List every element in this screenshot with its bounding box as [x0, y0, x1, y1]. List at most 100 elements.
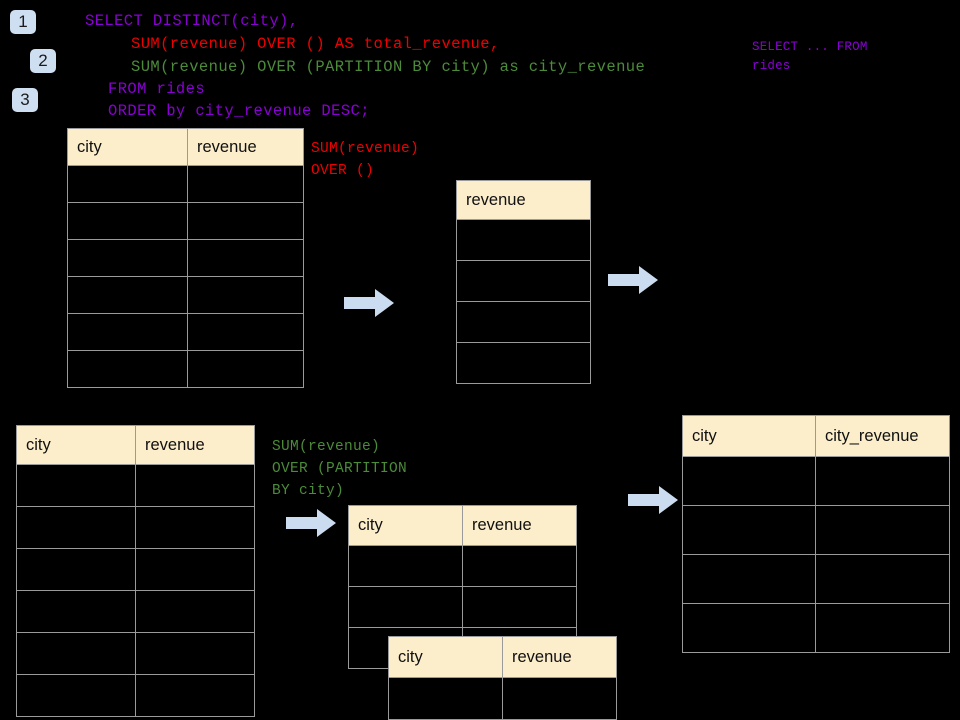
table-row: [67, 239, 304, 277]
table-cell-city_revenue: [815, 603, 950, 653]
table-cell-revenue: [456, 260, 591, 302]
table-row: [348, 545, 577, 587]
sql-line-3: SUM(revenue) OVER (PARTITION BY city) as…: [131, 58, 646, 76]
table-header-row: revenue: [456, 180, 591, 220]
table-cell-city_revenue: [815, 554, 950, 604]
column-header-city: city: [682, 415, 816, 457]
table-cell-revenue: [187, 313, 304, 351]
table-row: [456, 260, 591, 302]
sql-line-1: SELECT DISTINCT(city),: [85, 12, 299, 30]
sql-line-4: FROM rides: [108, 80, 206, 98]
ann-city-revenue: SUM(revenue) OVER (PARTITION BY city): [272, 439, 408, 499]
table-cell-city: [682, 456, 816, 506]
table-row: [16, 548, 255, 591]
table-row: [67, 165, 304, 203]
table-cell-revenue: [462, 545, 577, 587]
table-cell-revenue: [456, 301, 591, 343]
table-cell-city: [682, 603, 816, 653]
table-cell-city: [16, 506, 136, 549]
table-row: [16, 506, 255, 549]
table-row: [682, 505, 950, 555]
table-row: [16, 632, 255, 675]
column-header-revenue: revenue: [187, 128, 304, 166]
flow-arrow-right-icon: [628, 486, 678, 514]
column-header-revenue: revenue: [456, 180, 591, 220]
table-cell-city: [67, 202, 188, 240]
table-cell-revenue: [135, 464, 255, 507]
table-row: [67, 276, 304, 314]
table-cell-revenue: [456, 342, 591, 384]
table-row: [456, 301, 591, 343]
table-cell-city: [16, 674, 136, 717]
table-cell-city: [67, 350, 188, 388]
table-cell-revenue: [135, 674, 255, 717]
table-row: [67, 350, 304, 388]
table-cell-city: [348, 586, 463, 628]
table-cell-city: [682, 554, 816, 604]
sql-line-2: SUM(revenue) OVER () AS total_revenue,: [131, 35, 500, 53]
table-row: [456, 219, 591, 261]
column-header-revenue: revenue: [502, 636, 617, 678]
table-cell-city: [67, 313, 188, 351]
sql-line-5: ORDER by city_revenue DESC;: [108, 102, 370, 120]
table-cell-revenue: [502, 677, 617, 720]
table-row: [16, 464, 255, 507]
table-cell-city: [67, 276, 188, 314]
step-badge-3: 3: [12, 88, 38, 112]
column-header-city: city: [67, 128, 188, 166]
table-cell-revenue: [187, 350, 304, 388]
column-header-city_revenue: city_revenue: [815, 415, 950, 457]
column-header-city: city: [388, 636, 503, 678]
table-cell-revenue: [135, 548, 255, 591]
table-cell-city: [348, 545, 463, 587]
flow-arrow-right-icon: [286, 509, 336, 537]
table-row: [682, 603, 950, 653]
table-row: [682, 554, 950, 604]
ann-total-revenue: SUM(revenue) OVER (): [311, 141, 420, 179]
table-row: [16, 590, 255, 633]
table-cell-revenue: [187, 276, 304, 314]
table-cell-city: [16, 548, 136, 591]
table-row: [682, 456, 950, 506]
table-cell-revenue: [462, 586, 577, 628]
table-row: [388, 677, 617, 720]
table-row: [348, 586, 577, 628]
table-cell-city: [67, 239, 188, 277]
table-row: [16, 674, 255, 717]
table-cell-city: [682, 505, 816, 555]
column-header-city: city: [348, 505, 463, 546]
column-header-revenue: revenue: [462, 505, 577, 546]
table-cell-revenue: [187, 165, 304, 203]
table-cell-city: [388, 677, 503, 720]
total-revenue-table: revenue: [456, 180, 591, 384]
table-cell-revenue: [135, 506, 255, 549]
table-cell-city_revenue: [815, 456, 950, 506]
step-badge-1: 1: [10, 10, 36, 34]
table-row: [456, 342, 591, 384]
sql-side-note: SELECT ... FROM rides: [752, 40, 868, 73]
table-row: [67, 313, 304, 351]
table-cell-city_revenue: [815, 505, 950, 555]
table-row: [67, 202, 304, 240]
flow-arrow-right-icon: [608, 266, 658, 294]
column-header-city: city: [16, 425, 136, 465]
table-cell-city: [16, 590, 136, 633]
flow-arrow-right-icon: [344, 289, 394, 317]
table-cell-city: [16, 632, 136, 675]
table-cell-revenue: [135, 632, 255, 675]
step-badge-2: 2: [30, 49, 56, 73]
table-cell-revenue: [187, 239, 304, 277]
table-cell-city: [67, 165, 188, 203]
table-cell-revenue: [187, 202, 304, 240]
table-cell-revenue: [456, 219, 591, 261]
